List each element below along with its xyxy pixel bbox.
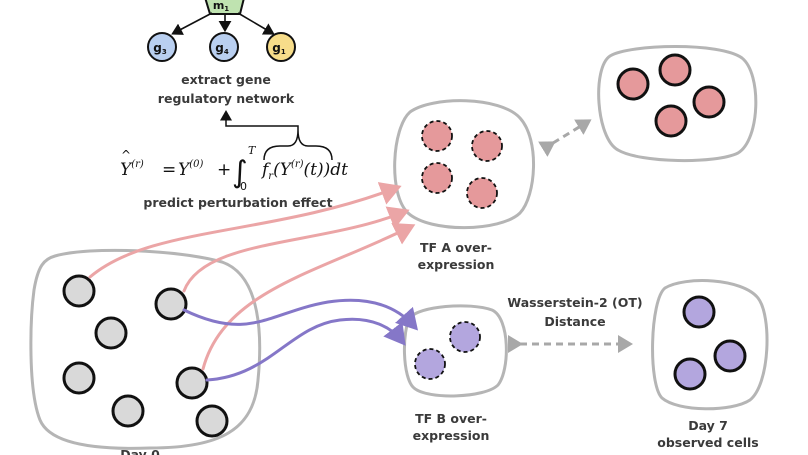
day7-label-line1: Day 7	[688, 418, 728, 433]
day7-cell	[673, 357, 707, 391]
day0-label: Day 0	[120, 447, 160, 455]
tfa-predicted-cell	[421, 120, 453, 152]
tfb-cells	[414, 321, 481, 380]
svg-text:^: ^	[121, 148, 131, 162]
gene-node-g4: g4	[209, 32, 239, 62]
day0-cell	[94, 316, 128, 350]
day7-top-cells	[616, 53, 726, 138]
tfa-day7-distance-arrow	[538, 119, 592, 157]
tfa-blob	[393, 99, 536, 230]
gene-regulatory-network: m1 g3 g4 g1 extract gene regulatory netw…	[147, 0, 296, 106]
svg-text:∫: ∫	[232, 155, 248, 190]
svg-text:g3: g3	[153, 41, 167, 56]
arrow-to-tfa	[201, 222, 416, 371]
tfb-predicted-cell	[449, 321, 481, 353]
day0-cell	[111, 394, 145, 428]
day7-top-cell	[658, 53, 692, 87]
tfa-arrows	[88, 182, 416, 371]
brace-to-network-arrow	[220, 110, 299, 130]
arrow-to-tfb	[182, 298, 419, 331]
svg-text:Y(r): Y(r)	[120, 159, 144, 180]
day0-cell	[175, 366, 209, 400]
day0-cells	[62, 274, 229, 438]
tfa-predicted-cell	[421, 162, 453, 194]
day7-cells	[673, 295, 747, 391]
gene-node-g3: g3	[147, 32, 177, 62]
top-node-label: m1	[213, 0, 229, 13]
network-caption-line1: extract gene	[181, 72, 271, 87]
tfa-predicted-cell	[466, 177, 498, 209]
equation-caption: predict perturbation effect	[143, 195, 332, 210]
distance-label-line2: Distance	[544, 314, 605, 329]
tfa-predicted-cell	[471, 130, 503, 162]
arrow-to-tfb	[205, 317, 406, 382]
day0-cell	[154, 287, 188, 321]
arrow-to-tfa	[88, 182, 402, 279]
svg-text:Y(0): Y(0)	[178, 159, 203, 180]
tfb-label-line1: TF B over-	[415, 411, 487, 426]
day7-top-cell	[616, 67, 650, 101]
equation-formula: Y(r) ^ = Y(0) + ∫ T 0 fr(Y(r)(t))dt	[120, 144, 348, 193]
day0-cell	[195, 404, 229, 438]
day0-cell	[62, 361, 96, 395]
day0-cell	[62, 274, 96, 308]
day7-top-cell	[692, 85, 726, 119]
arrow-to-tfa	[182, 206, 410, 293]
svg-text:0: 0	[240, 180, 247, 193]
tfb-predicted-cell	[414, 348, 446, 380]
equation-block: Y(r) ^ = Y(0) + ∫ T 0 fr(Y(r)(t))dt pred…	[120, 110, 348, 210]
tfb-blob	[402, 304, 508, 398]
svg-text:g1: g1	[272, 41, 286, 56]
edge-m1-g3	[171, 12, 213, 35]
tfb-label-line2: expression	[413, 428, 490, 443]
day7-cell	[713, 339, 747, 373]
tfa-label-line1: TF A over-	[420, 240, 492, 255]
integrand-brace	[263, 129, 333, 161]
day7-label-line2: observed cells	[657, 435, 758, 450]
tfa-label-line2: expression	[418, 257, 495, 272]
svg-text:T: T	[248, 144, 257, 157]
distance-label-line1: Wasserstein-2 (OT)	[507, 295, 642, 310]
edge-m1-g1	[237, 12, 275, 35]
network-caption-line2: regulatory network	[158, 91, 295, 106]
svg-text:+: +	[217, 160, 231, 180]
gene-node-g1: g1	[266, 32, 296, 62]
day7-cell	[682, 295, 716, 329]
tfb-arrows	[182, 298, 419, 382]
day7-top-cell	[654, 104, 688, 138]
svg-text:fr(Y(r)(t))dt: fr(Y(r)(t))dt	[260, 159, 348, 182]
svg-text:=: =	[162, 160, 176, 180]
svg-text:g4: g4	[215, 41, 229, 56]
tfa-cells	[421, 120, 503, 209]
